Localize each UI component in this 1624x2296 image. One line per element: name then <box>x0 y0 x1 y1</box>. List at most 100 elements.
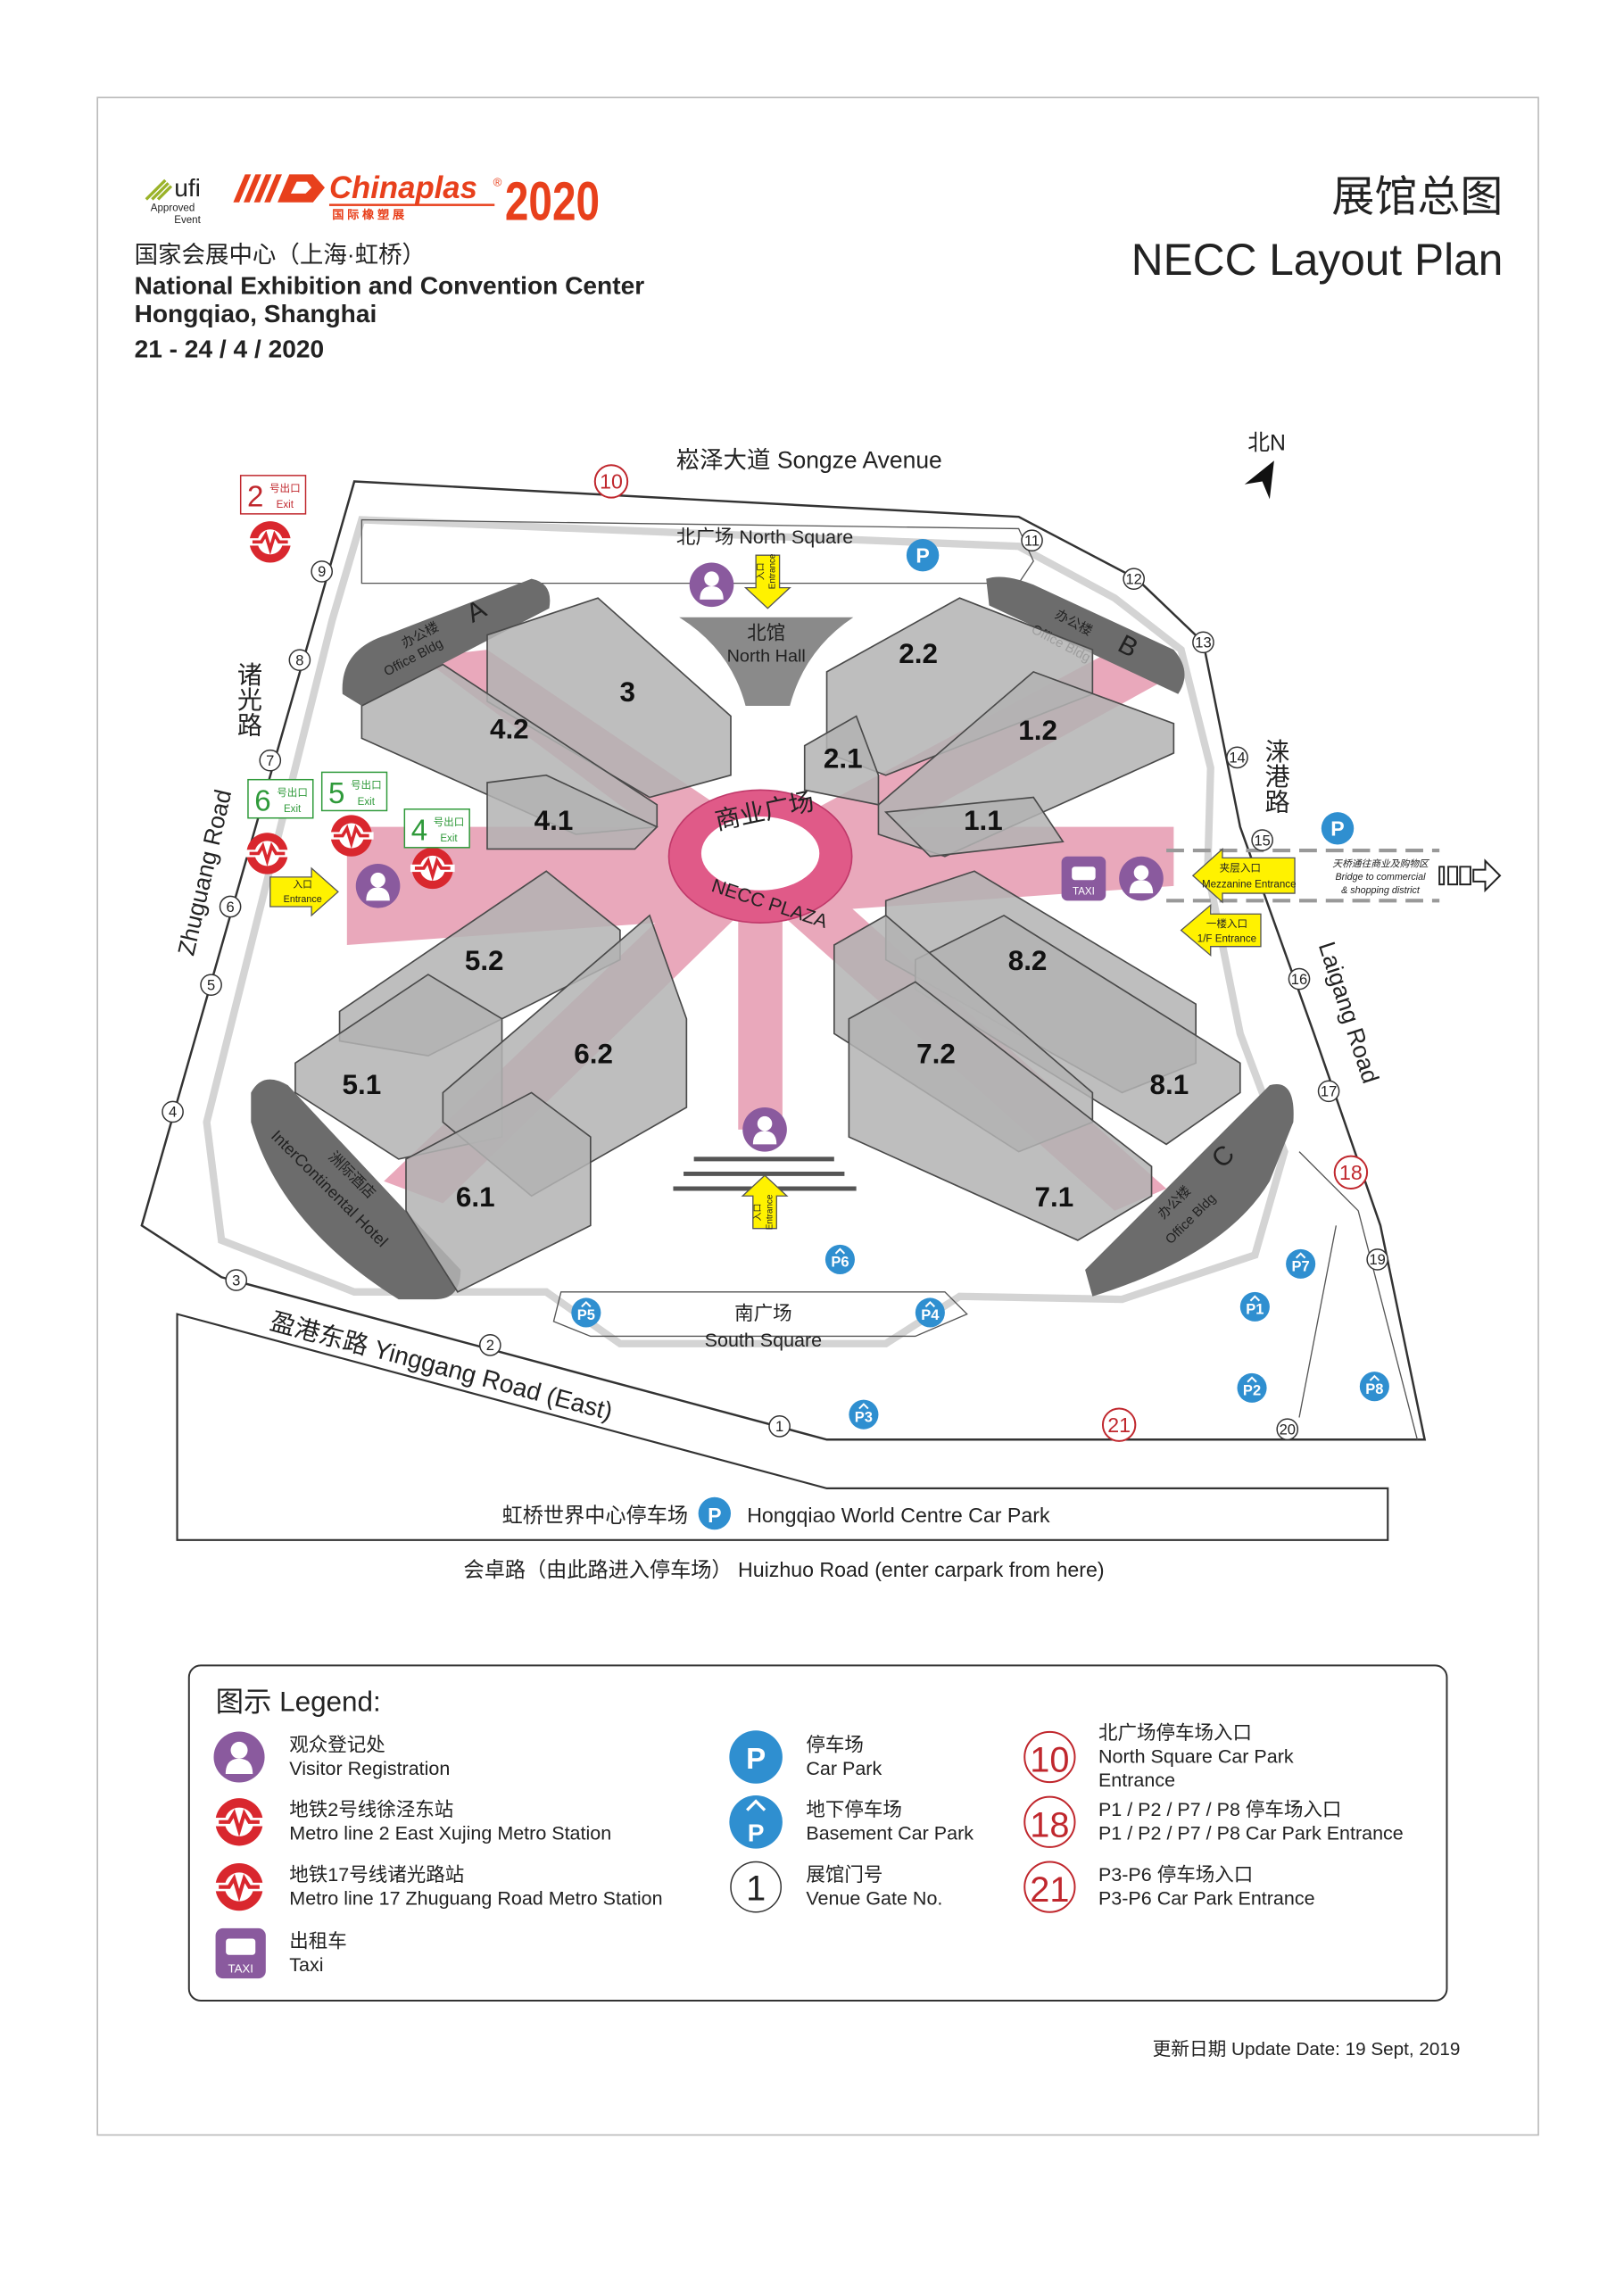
legend-basement-carpark-icon: P <box>729 1795 783 1849</box>
hall-label: 6.1 <box>456 1181 495 1213</box>
svg-text:4: 4 <box>411 815 427 848</box>
exhibition-hall[interactable] <box>486 774 659 850</box>
svg-text:TAXI: TAXI <box>228 1962 253 1976</box>
legend-ns-en1: North Square Car Park <box>1098 1746 1294 1768</box>
venue-gate-marker: 5 <box>200 974 222 996</box>
svg-text:P: P <box>708 1504 721 1527</box>
svg-text:Exit: Exit <box>277 500 294 510</box>
exhibition-hall[interactable] <box>405 1091 592 1293</box>
office-building-b <box>986 576 1185 694</box>
office-building-a <box>342 578 551 706</box>
svg-text:Event: Event <box>174 215 201 226</box>
exhibition-hall[interactable] <box>848 981 1153 1241</box>
huizhuo-road-label: 会卓路（由此路进入停车场） Huizhuo Road (enter carpar… <box>464 1558 1105 1581</box>
legend-ns-en2: Entrance <box>1098 1770 1175 1791</box>
svg-text:Exit: Exit <box>284 804 302 815</box>
legend-gate-cn: 展馆门号 <box>806 1864 882 1886</box>
svg-text:P2: P2 <box>1243 1382 1261 1399</box>
car-park-icon: P <box>1321 812 1355 845</box>
svg-text:P: P <box>748 1819 765 1846</box>
svg-text:7: 7 <box>266 752 274 769</box>
legend-metro2-en: Metro line 2 East Xujing Metro Station <box>289 1823 611 1844</box>
huizhuo-road-block <box>176 1313 1389 1541</box>
legend-visitor-icon <box>213 1731 265 1783</box>
legend-p3-cn: P3-P6 停车场入口 <box>1098 1864 1253 1886</box>
hall-label: 7.2 <box>916 1038 956 1069</box>
hall-label: 5.2 <box>465 945 504 976</box>
venue-gate-marker: 13 <box>1192 631 1214 654</box>
svg-text:11: 11 <box>1024 532 1040 549</box>
legend-metro17-cn: 地铁17号线诸光路站 <box>289 1864 464 1886</box>
hall-label: 1.2 <box>1018 715 1057 746</box>
svg-text:P5: P5 <box>577 1306 595 1323</box>
hall-label: 5.1 <box>343 1069 382 1100</box>
exhibition-hall[interactable] <box>803 715 880 806</box>
legend-p1-cn: P1 / P2 / P7 / P8 停车场入口 <box>1098 1799 1341 1820</box>
exhibition-hall[interactable] <box>883 796 1065 858</box>
visitor-registration-icon <box>355 864 401 908</box>
hall-label: 6.2 <box>574 1038 613 1069</box>
north-hall-label-en: North Hall <box>727 646 806 666</box>
svg-text:21: 21 <box>1107 1413 1131 1437</box>
svg-text:9: 9 <box>318 563 326 580</box>
intercontinental-hotel <box>251 1079 461 1300</box>
right-road-lines <box>1298 1151 1419 1440</box>
bridge-label-en1: Bridge to commercial <box>1336 872 1427 883</box>
legend-p3-entrance-icon: 21 <box>1023 1861 1076 1913</box>
svg-text:国 际 橡 塑 展: 国 际 橡 塑 展 <box>332 207 405 221</box>
mezzanine-entrance-arrow: 夹层入口 Mezzanine Entrance <box>1191 847 1297 904</box>
svg-text:P: P <box>916 543 929 567</box>
page-title-cn: 展馆总图 <box>1331 174 1503 221</box>
legend: 图示 Legend: 观众登记处 Visitor Registration 地铁… <box>187 1664 1448 2002</box>
venue-gate-marker: 20 <box>1276 1418 1299 1441</box>
south-square-label-cn: 南广场 <box>734 1303 792 1324</box>
svg-text:1: 1 <box>775 1418 783 1435</box>
legend-taxi-en: Taxi <box>289 1954 323 1976</box>
hall-label: 4.2 <box>490 713 529 744</box>
svg-text:入口: 入口 <box>756 562 766 580</box>
venue-gate-marker: 3 <box>225 1269 248 1291</box>
legend-metro2-cn: 地铁2号线徐泾东站 <box>289 1799 453 1820</box>
hongqiao-carpark-label-cn: 虹桥世界中心停车场 <box>502 1504 688 1527</box>
hall-label: 3 <box>619 676 634 708</box>
svg-text:P: P <box>1330 817 1344 841</box>
svg-text:P3: P3 <box>855 1408 873 1425</box>
svg-text:P7: P7 <box>1292 1258 1310 1275</box>
north-arrow: 北N <box>1244 432 1286 500</box>
svg-text:6: 6 <box>227 899 235 916</box>
svg-text:12: 12 <box>1125 570 1141 587</box>
north-square-label: 北广场 North Square <box>676 526 853 548</box>
svg-text:入口: 入口 <box>293 879 312 890</box>
inner-road <box>203 516 1288 1347</box>
venue-gate-marker: 9 <box>311 560 334 583</box>
svg-text:Exit: Exit <box>440 833 458 844</box>
svg-text:4: 4 <box>169 1104 177 1121</box>
page-frame <box>96 96 1539 2136</box>
svg-text:夹层入口: 夹层入口 <box>1220 862 1261 874</box>
car-park-entrance-marker: 21 <box>1101 1407 1137 1442</box>
site-map: 商业广场 NECC PLAZA 办公楼 Office Bldg A 办公楼 Of… <box>140 432 1502 1581</box>
svg-text:P1: P1 <box>1246 1301 1264 1318</box>
svg-text:®: ® <box>493 176 502 189</box>
south-square-label-en: South Square <box>705 1330 823 1351</box>
hall-label: 4.1 <box>534 805 574 836</box>
venue-gate-marker: 19 <box>1366 1248 1389 1271</box>
svg-text:P: P <box>746 1743 766 1776</box>
svg-text:3: 3 <box>232 1272 240 1289</box>
bridge-direction-arrow-icon <box>1438 858 1502 893</box>
svg-text:Entrance: Entrance <box>765 1194 775 1230</box>
svg-text:Mezzanine Entrance: Mezzanine Entrance <box>1202 879 1297 890</box>
hongqiao-carpark-label-en: Hongqiao World Centre Car Park <box>747 1504 1050 1527</box>
office-building-c <box>1085 1084 1294 1297</box>
legend-p1-entrance-icon: 18 <box>1023 1795 1076 1848</box>
svg-text:Exit: Exit <box>358 797 376 808</box>
venue-gate-marker: 8 <box>288 649 311 671</box>
visitor-registration-icon <box>742 1107 787 1152</box>
north-hall <box>679 617 854 706</box>
visitor-registration-icon <box>1119 856 1164 901</box>
pedestrian-bridge: 天桥通往商业及购物区 Bridge to commercial & shoppi… <box>1166 849 1502 903</box>
zhuguang-road-label-en: Zhuguang Road <box>172 787 236 958</box>
